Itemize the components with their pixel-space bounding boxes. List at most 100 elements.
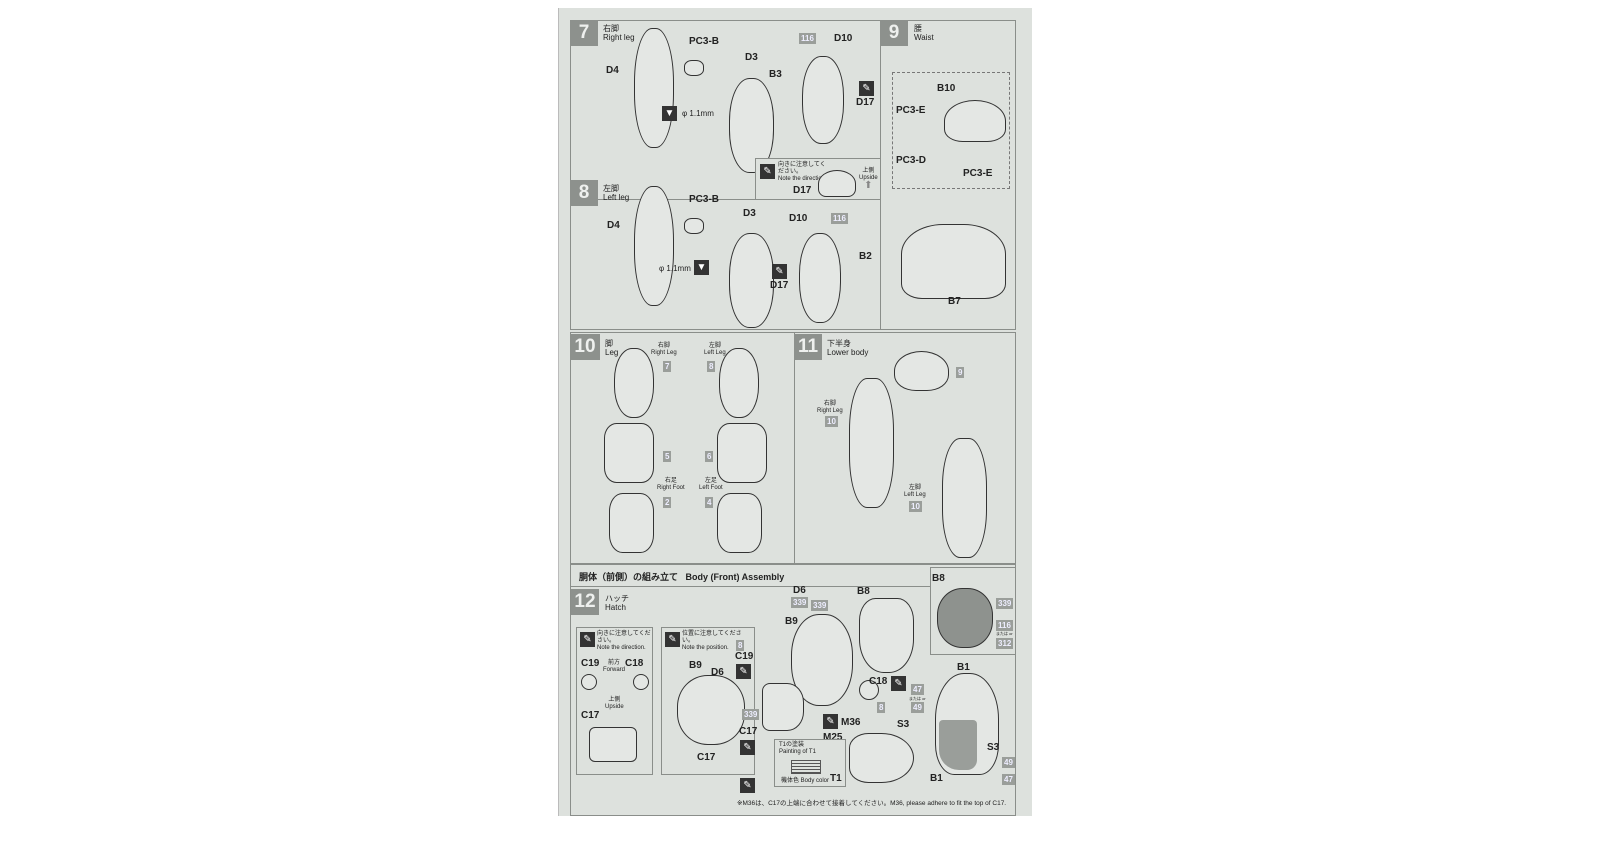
step-title-jp: 下半身 [827,339,851,348]
paint-icon: ✎ [859,81,874,96]
color-tag: 8 [877,702,886,713]
label: B10 [937,83,956,94]
color-tag: 312 [996,638,1014,649]
part-leg [799,233,841,323]
paint-icon: ✎ [891,676,906,691]
label: PC3-B [689,194,720,205]
label: T1 [830,773,842,784]
label: B7 [948,296,961,307]
label: Left Leg [704,350,726,356]
label: D10 [834,33,853,44]
label: C17 [697,752,716,763]
detail-callout [892,72,1010,189]
label: Forward [603,667,626,673]
direction-note-box [576,627,653,775]
label: T1の塗装 [779,742,805,748]
label: D3 [745,52,758,63]
upside-en: Upside [859,175,878,181]
position-note-box [661,627,755,775]
note-en: Note the position. [682,645,729,651]
label: B9 [689,660,702,671]
step-title-en: Left leg [603,193,630,202]
label: C18 [869,676,888,687]
label: D6 [793,585,806,596]
label: 前方 [608,660,621,666]
label: PC3-E [896,105,926,116]
label: D17 [770,280,789,291]
step-title-en: Lower body [827,348,869,357]
step-number: 11 [794,334,822,360]
t1-painting-box [774,739,846,787]
step-ref: 9 [956,367,965,378]
label: C19 [581,658,600,669]
step-9-panel [880,20,1016,330]
step-ref: 8 [707,361,716,372]
label: M36 [841,717,861,728]
note-jp: 位置に注意してください。 [682,631,742,644]
label: PC3-E [963,168,993,179]
label: C18 [625,658,644,669]
part-foot [717,493,762,553]
label: D17 [856,97,875,108]
label: D10 [789,213,808,224]
label: 上側 [608,697,621,703]
part-b8-inset [937,588,993,648]
part-c19 [581,674,597,690]
label: B8 [857,586,870,597]
step-title-jp: 右脚 [603,24,619,33]
part-d4 [634,28,674,148]
color-tag: 8 [736,640,745,651]
label: B9 [785,616,798,627]
color-tag: 339 [742,709,760,720]
label: B8 [932,573,945,584]
part-b9 [791,614,853,706]
label: 右脚 [823,401,836,407]
step-ref: 7 [663,361,672,372]
note-jp: 向きに注意してください。 [778,162,826,175]
label: 右足 [664,478,677,484]
step-title-en: Leg [605,348,619,357]
part-pc3b [684,218,704,234]
step-ref: 10 [909,501,922,512]
step-ref: 6 [705,451,714,462]
paint-icon: ✎ [823,714,838,729]
color-tag: 47 [1002,774,1015,785]
label: 右脚 [657,343,670,349]
note-en: Note the direction. [597,645,646,651]
part-d3 [729,233,774,328]
step-number: 7 [570,20,598,46]
t1-stripes-icon [791,760,821,774]
step-title-en: Waist [914,33,934,42]
part-d17 [818,170,856,197]
step-title-en: Right leg [603,33,635,42]
label: または or [909,696,926,701]
label: Right Leg [817,408,843,414]
label: S3 [897,719,910,730]
part-right-leg [849,378,894,508]
step-number: 8 [570,180,598,206]
step-title-jp: 腰 [914,24,922,33]
paint-icon: ✎ [760,164,775,179]
label: D17 [793,185,812,196]
painted-area [939,720,977,770]
color-tag: 339 [791,597,809,608]
part-leg [802,56,844,144]
drill-size: φ 1.1mm [682,109,714,118]
label: Left Foot [699,485,723,491]
part-leg [719,348,759,418]
color-tag: 339 [996,598,1014,609]
color-tag: 116 [831,213,848,224]
paint-icon: ✎ [665,632,680,647]
label: M25 [823,732,843,743]
step-ref: 10 [825,416,838,427]
label: 左足 [704,478,717,484]
drill-icon: ▼ [694,260,709,275]
part-c17 [762,683,804,731]
part-d3 [729,78,774,173]
label: B2 [859,251,872,262]
label: Right Foot [657,485,685,491]
label: D3 [743,208,756,219]
part-foot [609,493,654,553]
b8-inset [930,567,1016,655]
